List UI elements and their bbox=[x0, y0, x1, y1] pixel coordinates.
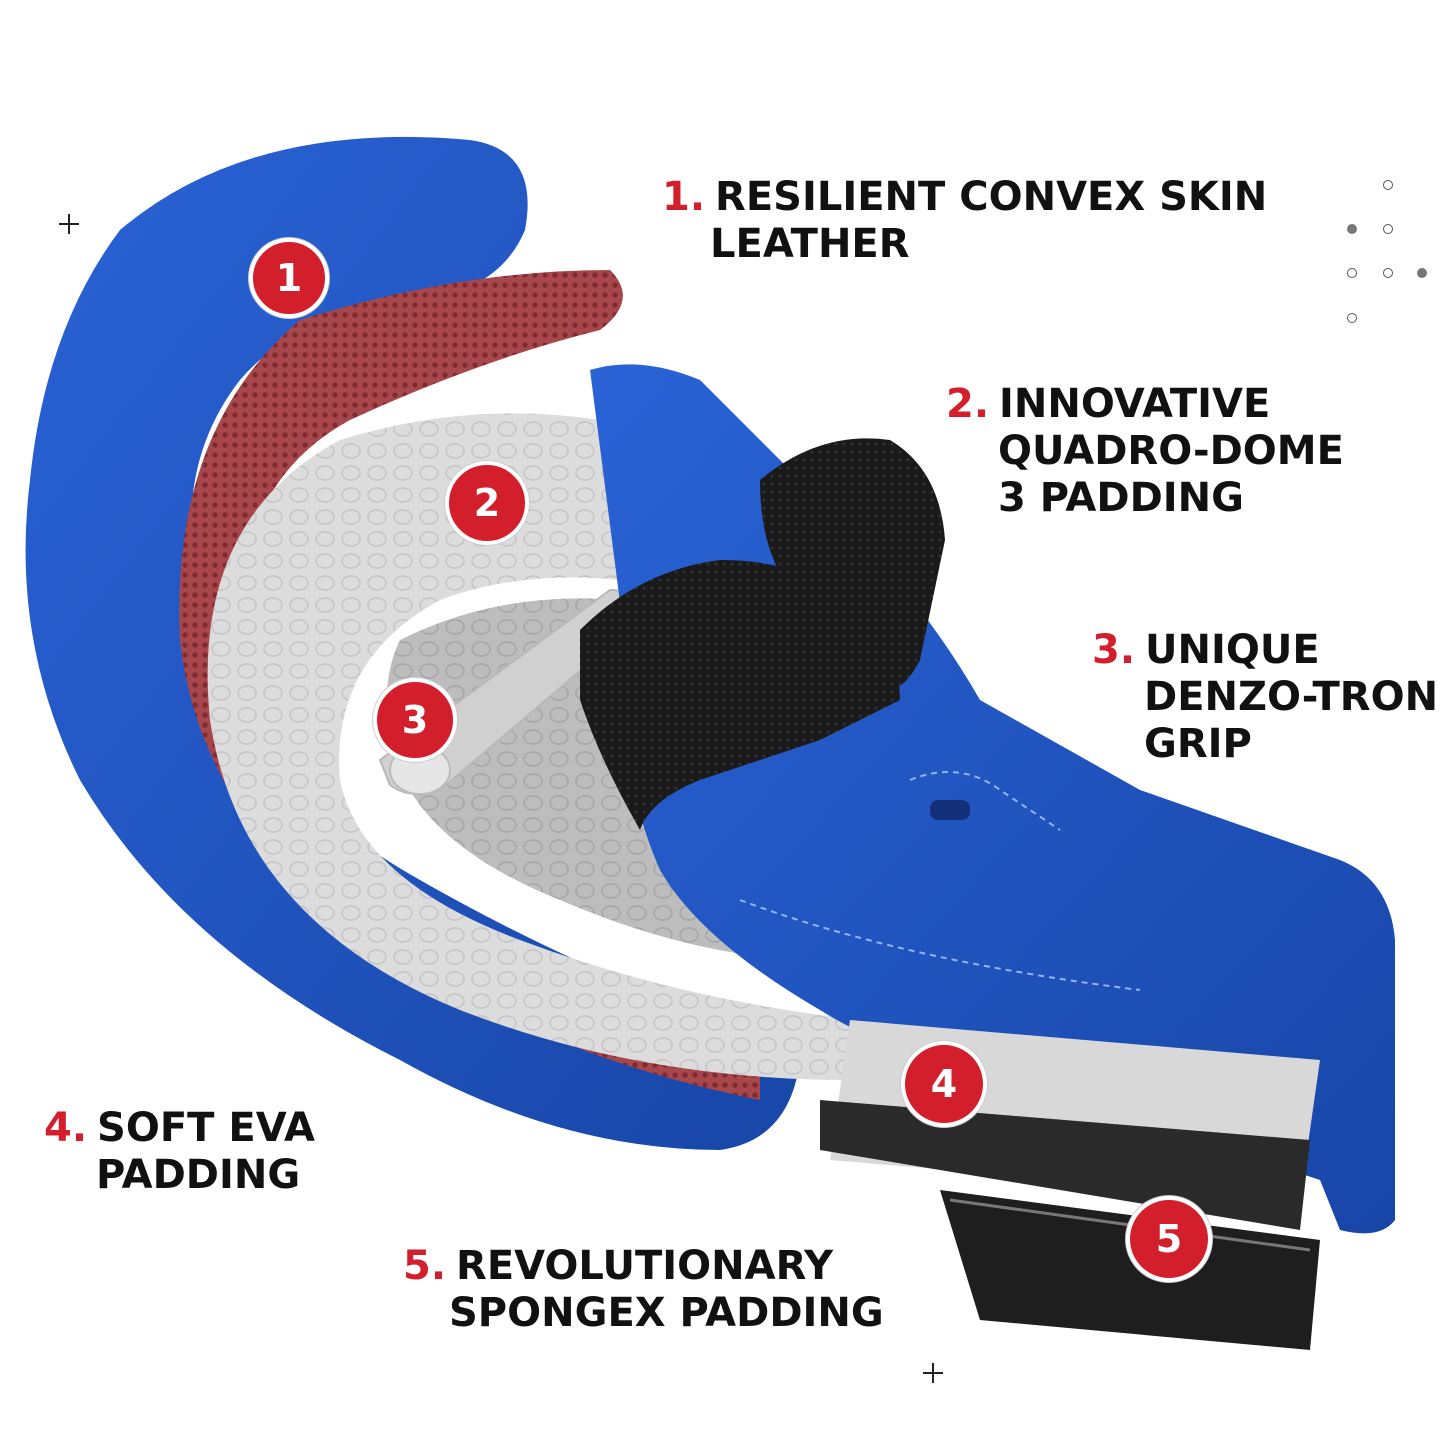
dot-decoration bbox=[1383, 224, 1393, 234]
spongex-padding-layer bbox=[940, 1190, 1320, 1350]
badge-3-label: 3 bbox=[401, 698, 429, 742]
dot-decoration bbox=[1383, 268, 1393, 278]
feature-5-line1: REVOLUTIONARY bbox=[456, 1243, 834, 1289]
feature-3-label: 3.UNIQUE DENZO-TRON GRIP bbox=[1092, 627, 1438, 768]
dot-decoration bbox=[1417, 268, 1427, 278]
feature-2-line1: INNOVATIVE bbox=[999, 381, 1271, 427]
feature-1-line2: LEATHER bbox=[710, 221, 910, 267]
badge-5: 5 bbox=[1126, 1196, 1212, 1282]
feature-4-number: 4. bbox=[44, 1105, 88, 1151]
feature-5-number: 5. bbox=[403, 1243, 447, 1289]
badge-2: 2 bbox=[445, 461, 529, 545]
feature-1-line1: RESILIENT CONVEX SKIN bbox=[715, 174, 1268, 220]
dot-decoration bbox=[1347, 224, 1357, 234]
feature-3-number: 3. bbox=[1092, 627, 1136, 673]
plus-decoration-left bbox=[59, 214, 79, 234]
badge-4-label: 4 bbox=[930, 1062, 958, 1106]
feature-3-line2: DENZO-TRON bbox=[1144, 674, 1439, 720]
feature-4-line1: SOFT EVA bbox=[97, 1105, 315, 1151]
feature-2-number: 2. bbox=[946, 381, 990, 427]
dot-decoration bbox=[1347, 313, 1357, 323]
badge-5-label: 5 bbox=[1155, 1217, 1183, 1261]
outer-leather-shell bbox=[25, 136, 801, 1150]
feature-1-label: 1.RESILIENT CONVEX SKIN LEATHER bbox=[662, 174, 1267, 268]
feature-3-line3: GRIP bbox=[1144, 721, 1252, 767]
inner-black-lining bbox=[580, 560, 900, 830]
dot-decoration bbox=[1383, 180, 1393, 190]
feature-2-label: 2.INNOVATIVE QUADRO-DOME 3 PADDING bbox=[946, 381, 1344, 522]
badge-1: 1 bbox=[249, 238, 329, 318]
feature-2-line2: QUADRO-DOME bbox=[998, 428, 1344, 474]
feature-3-line1: UNIQUE bbox=[1145, 627, 1320, 673]
feature-5-line2: SPONGEX PADDING bbox=[449, 1290, 884, 1336]
feature-2-line3: 3 PADDING bbox=[998, 475, 1244, 521]
dark-padding-layer bbox=[820, 1100, 1310, 1230]
feature-5-label: 5.REVOLUTIONARY SPONGEX PADDING bbox=[403, 1243, 884, 1337]
feature-4-label: 4.SOFT EVA PADDING bbox=[44, 1105, 315, 1199]
feature-4-line2: PADDING bbox=[96, 1152, 301, 1198]
thumb-lining bbox=[760, 438, 945, 692]
badge-3: 3 bbox=[373, 678, 457, 762]
plus-decoration-bottom bbox=[923, 1363, 943, 1383]
feature-1-number: 1. bbox=[662, 174, 706, 220]
dot-decoration bbox=[1347, 268, 1357, 278]
badge-1-label: 1 bbox=[275, 256, 303, 300]
badge-4: 4 bbox=[901, 1041, 987, 1127]
badge-2-label: 2 bbox=[473, 481, 501, 525]
